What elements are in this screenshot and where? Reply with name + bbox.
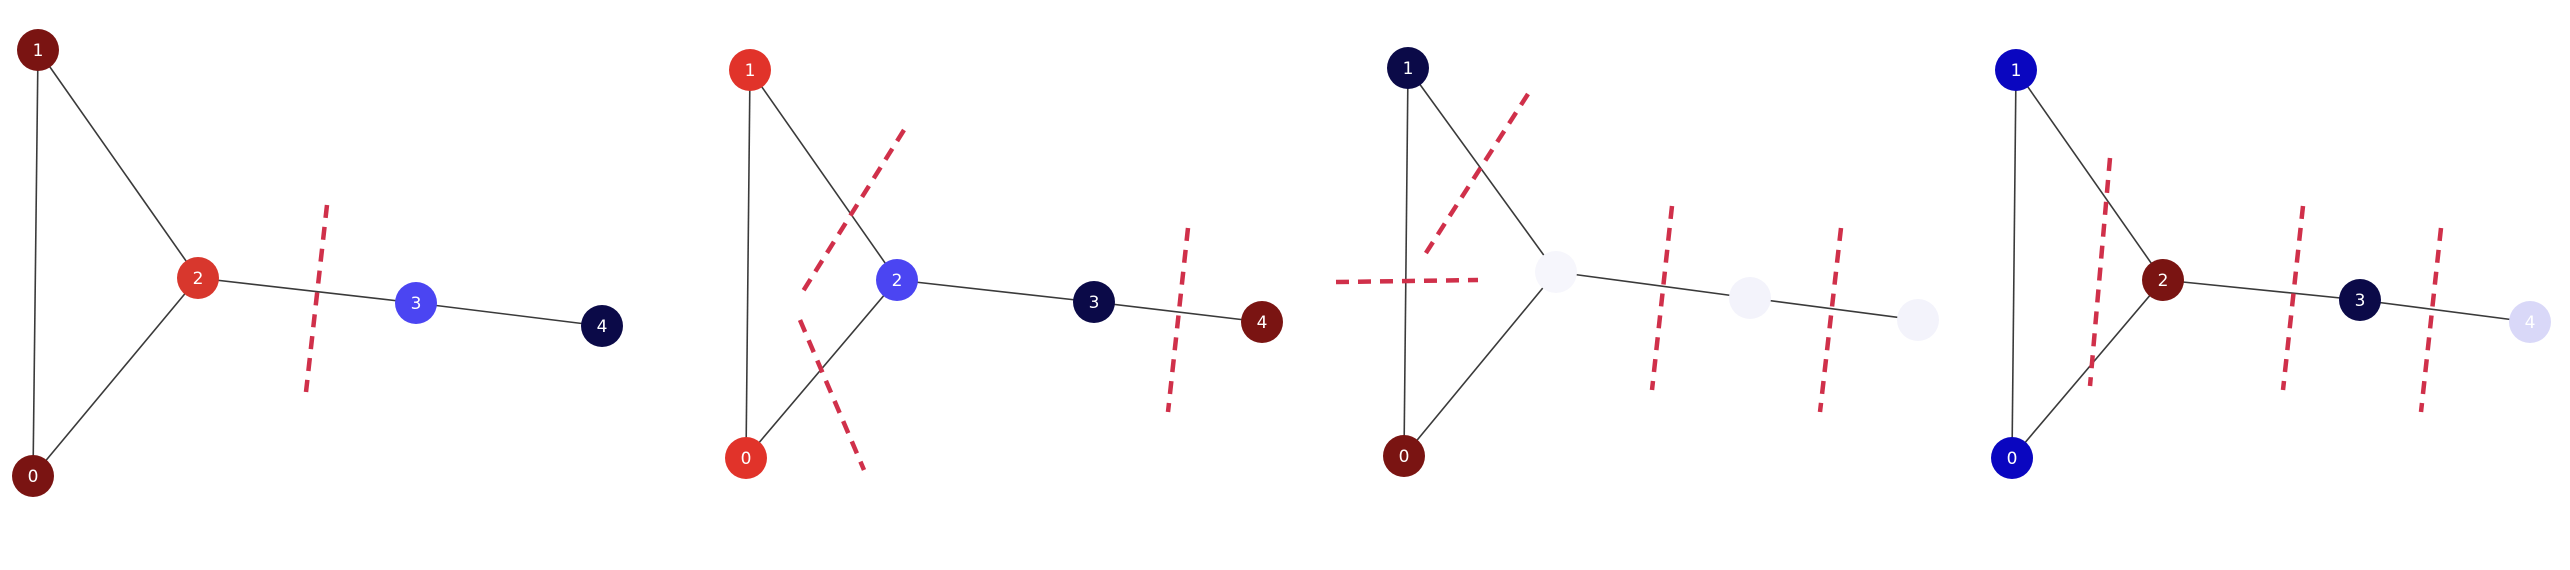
node-circle (177, 257, 219, 299)
cut-line (2418, 227, 2444, 413)
node-3: 3 (395, 282, 437, 324)
node-label: 3 (2355, 291, 2366, 311)
node-label: 0 (741, 449, 752, 469)
node-4 (1897, 299, 1939, 341)
node-circle (1897, 299, 1939, 341)
edge-3-4 (1749, 297, 1919, 321)
node-label: 2 (2158, 271, 2169, 291)
node-circle (17, 29, 59, 71)
node-circle (1073, 281, 1115, 323)
panel-3: 01 (1335, 47, 1939, 477)
node-label: 3 (1089, 293, 1100, 313)
edge-2-3 (1555, 271, 1751, 299)
edge-0-1 (1403, 67, 1409, 457)
cut-line (798, 128, 906, 298)
node-circle (1383, 435, 1425, 477)
node-circle (581, 305, 623, 347)
node-2 (1535, 251, 1577, 293)
node-2: 2 (876, 259, 918, 301)
node-1: 1 (17, 29, 59, 71)
edge-1-2 (2015, 69, 2164, 281)
edge-0-2 (2011, 279, 2164, 459)
edge-3-4 (1093, 301, 1263, 323)
node-circle (12, 455, 54, 497)
panel-4: 0 1 2 3 4 (1991, 49, 2551, 479)
panel-2: 0 1 2 3 4 (725, 49, 1283, 479)
node-3: 3 (1073, 281, 1115, 323)
edge-2-3 (2162, 279, 2361, 301)
node-1: 1 (1387, 47, 1429, 89)
node-circle (1991, 437, 2033, 479)
panel-1: 0 1 2 3 4 (12, 29, 623, 497)
node-circle (729, 49, 771, 91)
cut-line (1335, 277, 1479, 285)
cut-line (1165, 227, 1191, 413)
node-circle (1387, 47, 1429, 89)
edge-0-1 (745, 69, 751, 459)
cut-line (2087, 157, 2113, 387)
cut-line (303, 204, 330, 393)
node-circle (395, 282, 437, 324)
node-circle (2339, 279, 2381, 321)
node-0: 0 (1383, 435, 1425, 477)
node-circle (1535, 251, 1577, 293)
edge-2-3 (896, 279, 1095, 303)
node-label: 1 (2011, 61, 2022, 81)
cut-line (2280, 205, 2306, 391)
edge-2-3 (197, 277, 417, 304)
node-label: 4 (1257, 313, 1268, 333)
node-label: 0 (2007, 449, 2018, 469)
cut-line (1422, 92, 1530, 258)
node-circle (725, 437, 767, 479)
cut-line (1817, 227, 1844, 413)
node-2: 2 (2142, 259, 2184, 301)
edge-1-2 (37, 49, 199, 279)
node-circle (876, 259, 918, 301)
edge-0-1 (2011, 69, 2017, 459)
edge-3-4 (2359, 299, 2531, 323)
node-circle (1995, 49, 2037, 91)
edge-0-1 (32, 49, 39, 477)
node-circle (2509, 301, 2551, 343)
node-label: 1 (1403, 59, 1414, 79)
node-label: 3 (411, 294, 422, 314)
node-4: 4 (1241, 301, 1283, 343)
node-label: 1 (745, 61, 756, 81)
node-1: 1 (1995, 49, 2037, 91)
node-circle (2142, 259, 2184, 301)
cut-line (797, 319, 867, 471)
node-4: 4 (581, 305, 623, 347)
edge-0-2 (32, 277, 199, 477)
node-3: 3 (2339, 279, 2381, 321)
node-4: 4 (2509, 301, 2551, 343)
node-circle (1241, 301, 1283, 343)
node-label: 1 (33, 41, 44, 61)
node-0: 0 (1991, 437, 2033, 479)
node-3 (1729, 277, 1771, 319)
edge-0-2 (1403, 271, 1557, 457)
node-label: 2 (892, 271, 903, 291)
node-circle (1729, 277, 1771, 319)
node-1: 1 (729, 49, 771, 91)
node-label: 0 (1399, 447, 1410, 467)
node-0: 0 (725, 437, 767, 479)
node-label: 0 (28, 467, 39, 487)
node-label: 2 (193, 269, 204, 289)
edge-1-2 (1407, 67, 1557, 273)
edge-3-4 (415, 302, 603, 327)
cut-line (1649, 205, 1675, 391)
node-label: 4 (2525, 313, 2536, 333)
node-2: 2 (177, 257, 219, 299)
edge-1-2 (749, 69, 898, 281)
node-0: 0 (12, 455, 54, 497)
node-label: 4 (597, 317, 608, 337)
